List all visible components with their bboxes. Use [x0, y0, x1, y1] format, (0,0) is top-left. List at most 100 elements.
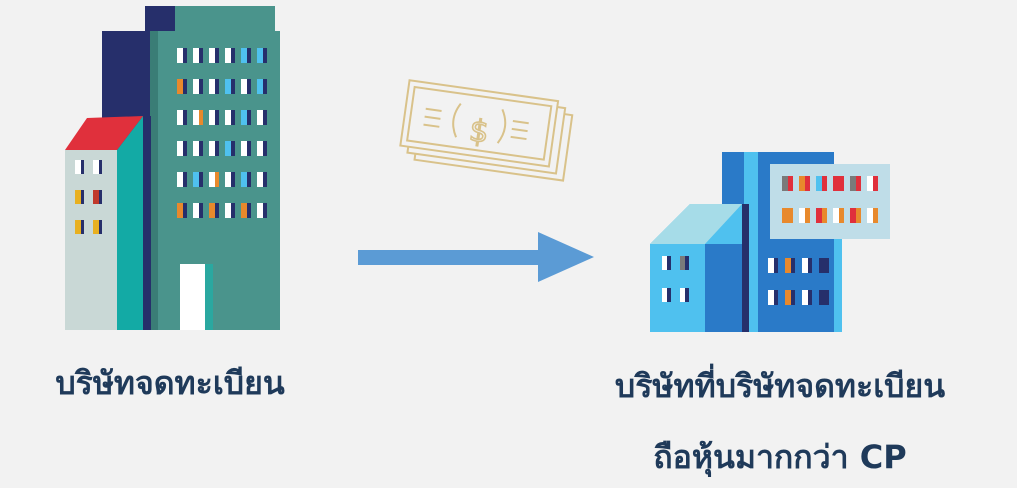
window-icon	[93, 220, 99, 234]
window-icon	[241, 203, 247, 218]
window-icon	[850, 208, 856, 223]
window-icon	[799, 208, 805, 223]
window-icon	[225, 110, 231, 125]
window-icon	[825, 258, 829, 273]
window-icon	[75, 220, 81, 234]
window-icon	[768, 290, 774, 305]
window-icon	[257, 48, 263, 63]
window-icon	[799, 176, 805, 191]
window-icon	[215, 48, 219, 63]
window-icon	[231, 79, 235, 94]
window-icon	[685, 256, 689, 270]
window-icon	[99, 220, 102, 234]
window-icon	[183, 203, 187, 218]
window-icon	[193, 48, 199, 63]
window-icon	[833, 208, 839, 223]
window-icon	[231, 110, 235, 125]
window-icon	[225, 172, 231, 187]
window-icon	[263, 48, 267, 63]
window-icon	[225, 203, 231, 218]
holding-company-label-line1: บริษัทที่บริษัทจดทะเบียน	[614, 367, 946, 405]
window-icon	[257, 110, 263, 125]
window-icon	[263, 141, 267, 156]
window-icon	[802, 290, 808, 305]
window-icon	[768, 258, 774, 273]
window-icon	[231, 48, 235, 63]
window-icon	[867, 176, 873, 191]
window-icon	[177, 79, 183, 94]
window-icon	[680, 288, 685, 302]
window-icon	[209, 141, 215, 156]
window-icon	[199, 110, 203, 125]
window-icon	[209, 79, 215, 94]
window-icon	[225, 79, 231, 94]
window-icon	[791, 258, 795, 273]
window-icon	[199, 48, 203, 63]
window-icon	[215, 110, 219, 125]
right-arrow-icon	[358, 232, 594, 282]
window-icon	[662, 288, 667, 302]
window-icon	[177, 48, 183, 63]
window-icon	[808, 258, 812, 273]
window-icon	[257, 172, 263, 187]
holding-company-building-icon	[650, 152, 890, 332]
window-icon	[257, 203, 263, 218]
window-icon	[774, 290, 778, 305]
window-icon	[802, 258, 808, 273]
window-icon	[782, 176, 788, 191]
window-icon	[247, 48, 251, 63]
window-icon	[873, 176, 878, 191]
window-icon	[177, 203, 183, 218]
window-icon	[199, 172, 203, 187]
money-bills-icon: $	[399, 79, 574, 182]
window-icon	[788, 208, 793, 223]
window-icon	[93, 160, 99, 174]
window-icon	[183, 110, 187, 125]
window-icon	[263, 203, 267, 218]
window-icon	[99, 190, 102, 204]
window-icon	[241, 141, 247, 156]
window-icon	[183, 48, 187, 63]
window-icon	[209, 172, 215, 187]
window-icon	[193, 203, 199, 218]
window-icon	[788, 176, 793, 191]
window-icon	[99, 160, 102, 174]
window-icon	[231, 141, 235, 156]
window-icon	[839, 208, 844, 223]
window-icon	[805, 176, 810, 191]
window-icon	[215, 141, 219, 156]
holding-company-label-line2: ถือหุ้นมากกว่า CP	[653, 438, 907, 476]
window-icon	[177, 172, 183, 187]
window-icon	[193, 110, 199, 125]
window-icon	[805, 208, 810, 223]
window-icon	[215, 203, 219, 218]
window-icon	[257, 141, 263, 156]
window-icon	[231, 172, 235, 187]
window-icon	[257, 79, 263, 94]
window-icon	[785, 290, 791, 305]
window-icon	[873, 208, 878, 223]
window-icon	[782, 208, 788, 223]
window-icon	[215, 172, 219, 187]
window-icon	[215, 79, 219, 94]
window-icon	[850, 176, 856, 191]
window-icon	[199, 141, 203, 156]
window-icon	[231, 203, 235, 218]
window-icon	[193, 141, 199, 156]
window-icon	[791, 290, 795, 305]
window-icon	[774, 258, 778, 273]
window-icon	[75, 190, 81, 204]
window-icon	[808, 290, 812, 305]
window-icon	[241, 172, 247, 187]
window-icon	[263, 172, 267, 187]
window-icon	[819, 290, 825, 305]
window-icon	[247, 110, 251, 125]
window-icon	[819, 258, 825, 273]
window-icon	[81, 220, 84, 234]
window-icon	[856, 208, 861, 223]
window-icon	[209, 48, 215, 63]
window-icon	[183, 172, 187, 187]
window-icon	[856, 176, 861, 191]
window-icon	[825, 290, 829, 305]
window-icon	[667, 288, 671, 302]
